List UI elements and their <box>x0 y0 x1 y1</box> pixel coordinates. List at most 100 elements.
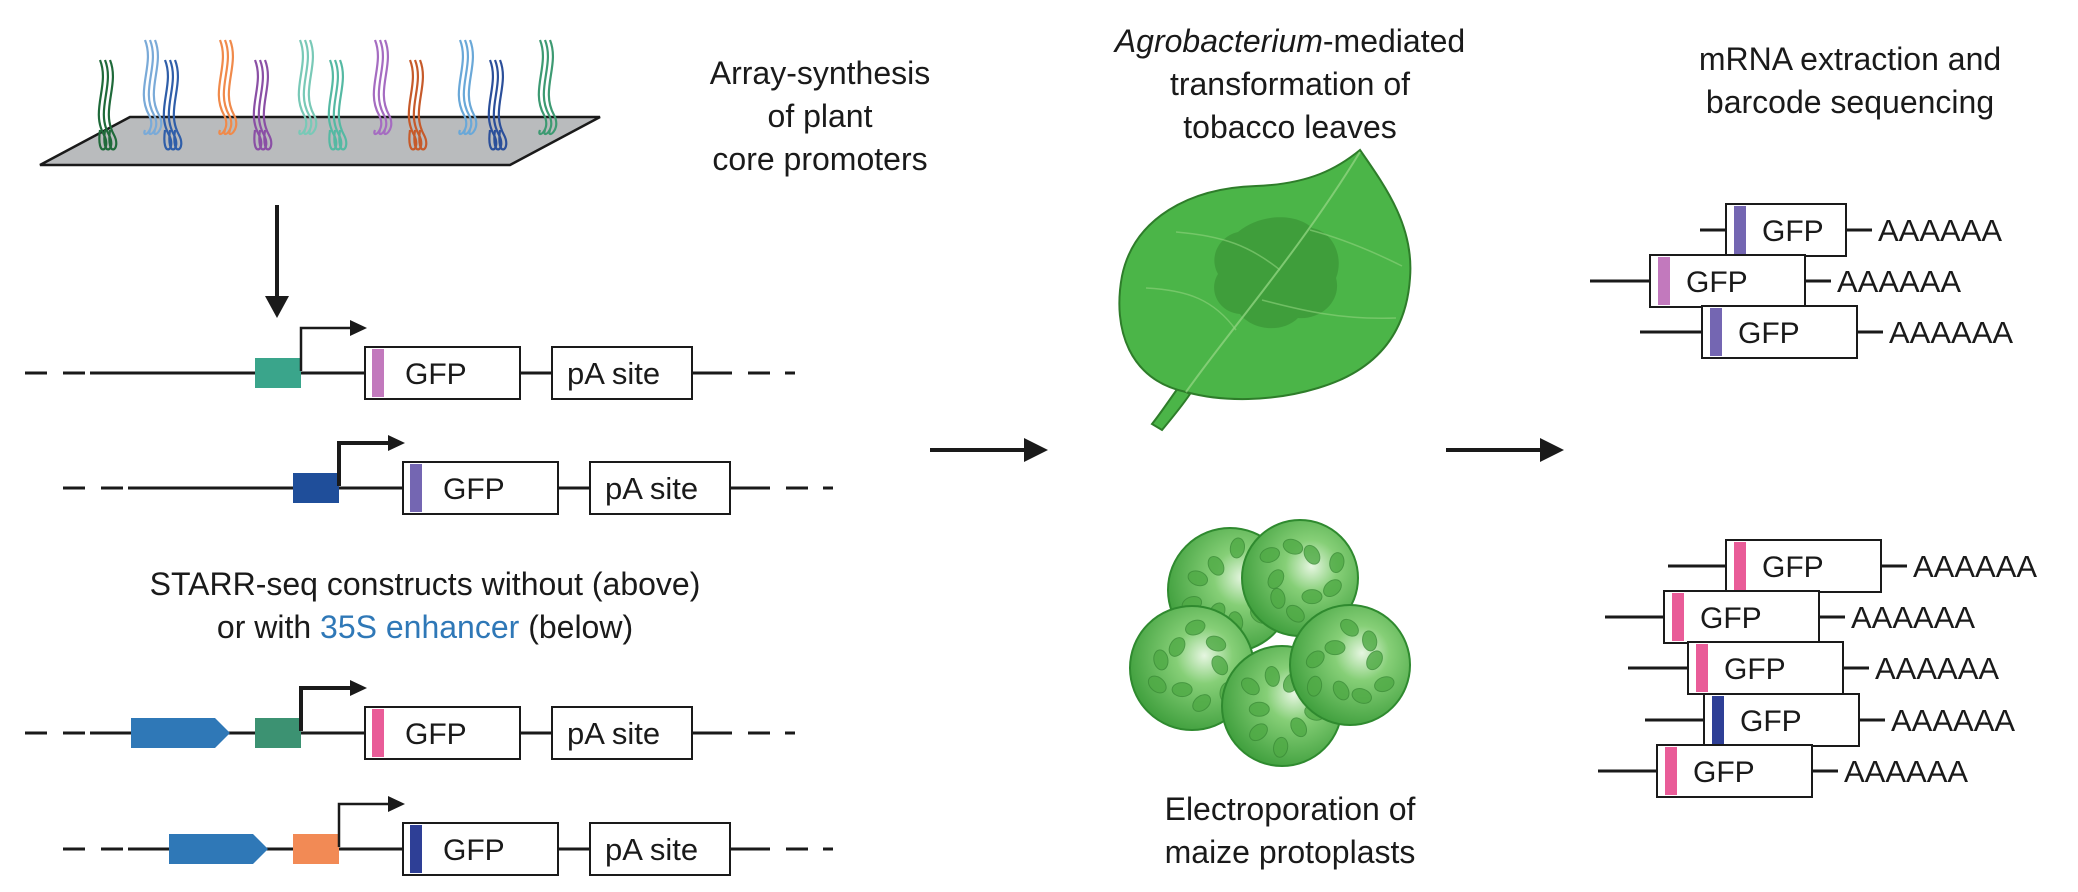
read-gfp-box <box>1701 305 1858 359</box>
chloroplast <box>1323 579 1342 597</box>
oligo-strand <box>297 39 308 136</box>
chloroplast <box>1267 569 1285 589</box>
chloroplast <box>1187 570 1209 587</box>
array-slide <box>39 115 601 167</box>
chloroplast <box>1147 675 1167 694</box>
pa-site-label: pA site <box>605 832 698 867</box>
mrna-caption: mRNA extraction and barcode sequencing <box>1620 38 2078 124</box>
oligo-strand <box>222 39 233 136</box>
down-arrow-head <box>265 296 289 318</box>
read-gfp-label: GFP <box>1738 317 1800 350</box>
polya-tail: AAAAAA <box>1837 264 1961 299</box>
read-barcode <box>1696 644 1708 692</box>
read-row: GFP AAAAAA <box>1668 539 2037 593</box>
starr-seq-caption: STARR-seq constructs without (above) or … <box>80 563 770 649</box>
read-gfp-label: GFP <box>1693 756 1755 789</box>
oligo-strand <box>467 39 478 136</box>
oligo-strand <box>307 39 318 136</box>
pa-site-label: pA site <box>567 356 660 391</box>
leaf-midrib <box>1185 151 1361 393</box>
gfp-label: GFP <box>443 834 505 867</box>
oligo-strand <box>147 39 158 136</box>
tss-arrow-head <box>388 435 405 451</box>
read-barcode <box>1710 308 1722 356</box>
chloroplast <box>1290 717 1308 738</box>
tobacco-leaf <box>1118 148 1412 432</box>
tss-arrow <box>337 441 393 486</box>
polya-tail: AAAAAA <box>1913 549 2037 584</box>
pa-site-label: pA site <box>605 471 698 506</box>
oligo-strand <box>542 39 553 136</box>
gfp-box <box>364 706 521 760</box>
construct-row: GFP pA site <box>63 796 833 876</box>
agrobacterium-caption: Agrobacterium-mediated transformation of… <box>1040 20 1540 149</box>
oligo-strand <box>227 39 238 136</box>
chloroplast <box>1248 701 1270 717</box>
chloroplast <box>1264 666 1280 687</box>
chloroplast <box>1249 723 1268 742</box>
tss-arrow-head <box>388 796 405 812</box>
chloroplast <box>1305 650 1325 669</box>
oligo-strand <box>302 39 313 136</box>
chloroplast <box>1241 677 1260 696</box>
read-gfp-label: GFP <box>1762 551 1824 584</box>
read-gfp-box <box>1703 693 1860 747</box>
read-barcode <box>1665 747 1677 795</box>
read-gfp-label: GFP <box>1740 705 1802 738</box>
oligo-strand <box>172 59 183 151</box>
starr-caption-line-1: STARR-seq constructs without (above) <box>149 566 701 602</box>
protoplast-membrane <box>1289 604 1411 726</box>
enhancer-35s-block <box>131 718 230 748</box>
barcode-stripe <box>410 464 422 512</box>
core-promoter-block <box>255 718 301 748</box>
read-row: GFP AAAAAA <box>1645 693 2015 747</box>
tss-arrow <box>299 686 355 731</box>
chloroplast <box>1306 675 1323 697</box>
tss-arrow <box>299 326 355 371</box>
tss-arrow-head <box>350 680 367 696</box>
read-gfp-box <box>1649 254 1806 308</box>
polya-tail: AAAAAA <box>1891 703 2015 738</box>
chloroplast <box>1340 618 1359 637</box>
array-caption-line-3: core promoters <box>712 141 928 177</box>
chloroplast <box>1171 682 1193 698</box>
oligo-strand <box>537 39 548 136</box>
electro-caption-line-1: Electroporation of <box>1164 791 1416 827</box>
chloroplast <box>1192 694 1212 712</box>
enhancer-35s-block <box>169 834 268 864</box>
chloroplast <box>1332 680 1350 701</box>
chloroplast <box>1211 655 1229 676</box>
read-gfp-label: GFP <box>1700 602 1762 635</box>
chloroplast <box>1273 736 1289 758</box>
pa-site-box <box>551 706 693 760</box>
oligo-strand <box>457 39 468 136</box>
chloroplast <box>1259 547 1280 563</box>
pa-site-box <box>551 346 693 400</box>
polya-tail: AAAAAA <box>1878 213 2002 248</box>
array-caption-line-1: Array-synthesis <box>709 55 931 91</box>
chloroplast <box>1168 637 1186 657</box>
flow-arrow-1 <box>930 438 1048 462</box>
electro-caption-line-2: maize protoplasts <box>1164 834 1416 870</box>
gfp-box <box>402 461 559 515</box>
chloroplast <box>1282 538 1304 555</box>
chloroplast <box>1229 537 1246 559</box>
enhancer-highlight: 35S enhancer <box>320 609 520 645</box>
oligo-strand <box>262 59 273 151</box>
read-barcode <box>1658 257 1670 305</box>
oligo-strand <box>107 59 118 151</box>
oligo-strand <box>142 39 153 136</box>
barcode-stripe <box>410 825 422 873</box>
